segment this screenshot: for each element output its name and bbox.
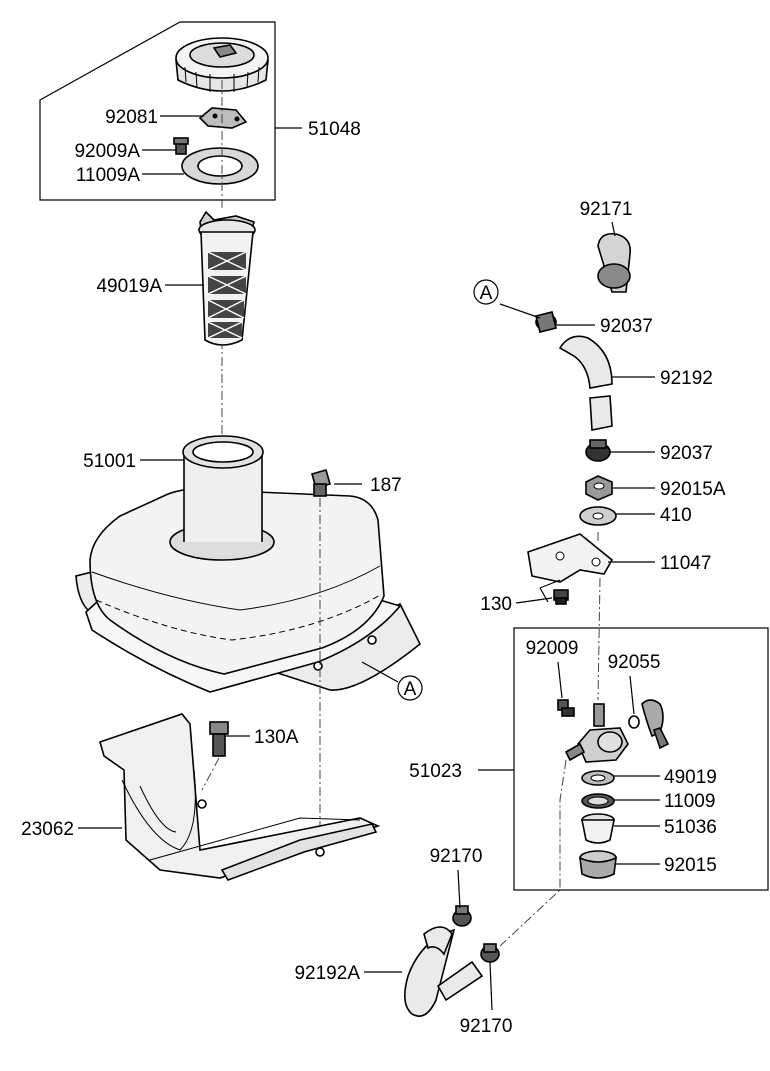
- centerline-hose: [499, 759, 567, 947]
- callout-92192A: 92192A: [294, 963, 360, 984]
- callout-51036: 51036: [664, 817, 717, 838]
- ref-circle-a-right: A: [473, 279, 499, 305]
- callout-92009: 92009: [526, 638, 579, 659]
- hose-92192-part: [558, 335, 613, 431]
- screw-92009-part: [557, 699, 575, 717]
- clamp-92037-top-part: [535, 311, 557, 333]
- callout-92037-top: 92037: [600, 316, 653, 337]
- callout-labels: 92081 51048 92009A 11009A 49019A 51001 1…: [21, 107, 726, 1037]
- fuel-cap-part: [175, 37, 269, 92]
- ref-circle-a-left: A: [397, 675, 423, 701]
- nut-92015-part: [579, 850, 617, 879]
- callout-130A: 130A: [254, 727, 299, 748]
- gasket-11009A-part: [181, 147, 259, 185]
- valve-lever-part: [641, 699, 670, 750]
- callout-92037-lower: 92037: [660, 443, 713, 464]
- filter-screen-part: [198, 210, 256, 346]
- cap-kit-box: [39, 21, 276, 201]
- callout-11047: 11047: [660, 553, 711, 574]
- callout-11009: 11009: [664, 791, 715, 812]
- bolt-130-part: [553, 589, 569, 605]
- callout-92081: 92081: [105, 107, 158, 128]
- washer-410-part: [579, 506, 617, 526]
- callout-49019A: 49019A: [96, 276, 162, 297]
- callout-92170-upper: 92170: [430, 846, 483, 867]
- callout-92171: 92171: [580, 199, 633, 220]
- heat-shield-part: [99, 713, 381, 881]
- oring-92055-part: [628, 715, 640, 729]
- fuel-tank-part: [75, 435, 422, 693]
- callout-92170-lower: 92170: [460, 1016, 513, 1037]
- cap-strap-part: [198, 107, 248, 129]
- filter-mesh: [207, 251, 247, 339]
- clamp-92171-part: [597, 232, 632, 293]
- callout-51048: 51048: [308, 119, 361, 140]
- oring-11009-part: [581, 793, 615, 809]
- callout-92015A: 92015A: [660, 479, 726, 500]
- centerline-130A: [201, 757, 220, 791]
- screw-92009A-part: [173, 137, 189, 155]
- callout-49019: 49019: [664, 767, 717, 788]
- ref-a-label-left: A: [404, 679, 417, 700]
- callout-51023: 51023: [409, 761, 462, 782]
- bracket-11047-part: [527, 533, 614, 583]
- callout-51001: 51001: [83, 451, 136, 472]
- callout-92192: 92192: [660, 368, 713, 389]
- fuel-valve-body-part: [564, 703, 629, 763]
- callout-92009A: 92009A: [74, 141, 140, 162]
- leader-lines: [78, 115, 660, 1011]
- bolt-187-part: [311, 469, 331, 497]
- clamp-92170-lower-part: [480, 943, 500, 963]
- centerline-valve: [597, 577, 601, 701]
- callout-187: 187: [370, 475, 402, 496]
- callout-130: 130: [480, 594, 512, 615]
- cup-51036-part: [581, 813, 615, 844]
- bolt-130A-part: [209, 721, 229, 757]
- callout-410: 410: [660, 505, 692, 526]
- callout-23062: 23062: [21, 819, 74, 840]
- hose-92192A-part: [404, 926, 484, 1017]
- filter-49019-part: [581, 770, 615, 786]
- callout-11009A: 11009A: [76, 165, 140, 186]
- ref-a-label-right: A: [480, 283, 493, 304]
- nut-92015A-part: [585, 475, 613, 501]
- callout-92055: 92055: [608, 652, 661, 673]
- clamp-92037-lower-part: [585, 439, 611, 462]
- callout-92015: 92015: [664, 855, 717, 876]
- valve-kit-box: [513, 627, 769, 891]
- clamp-92170-upper-part: [452, 905, 472, 927]
